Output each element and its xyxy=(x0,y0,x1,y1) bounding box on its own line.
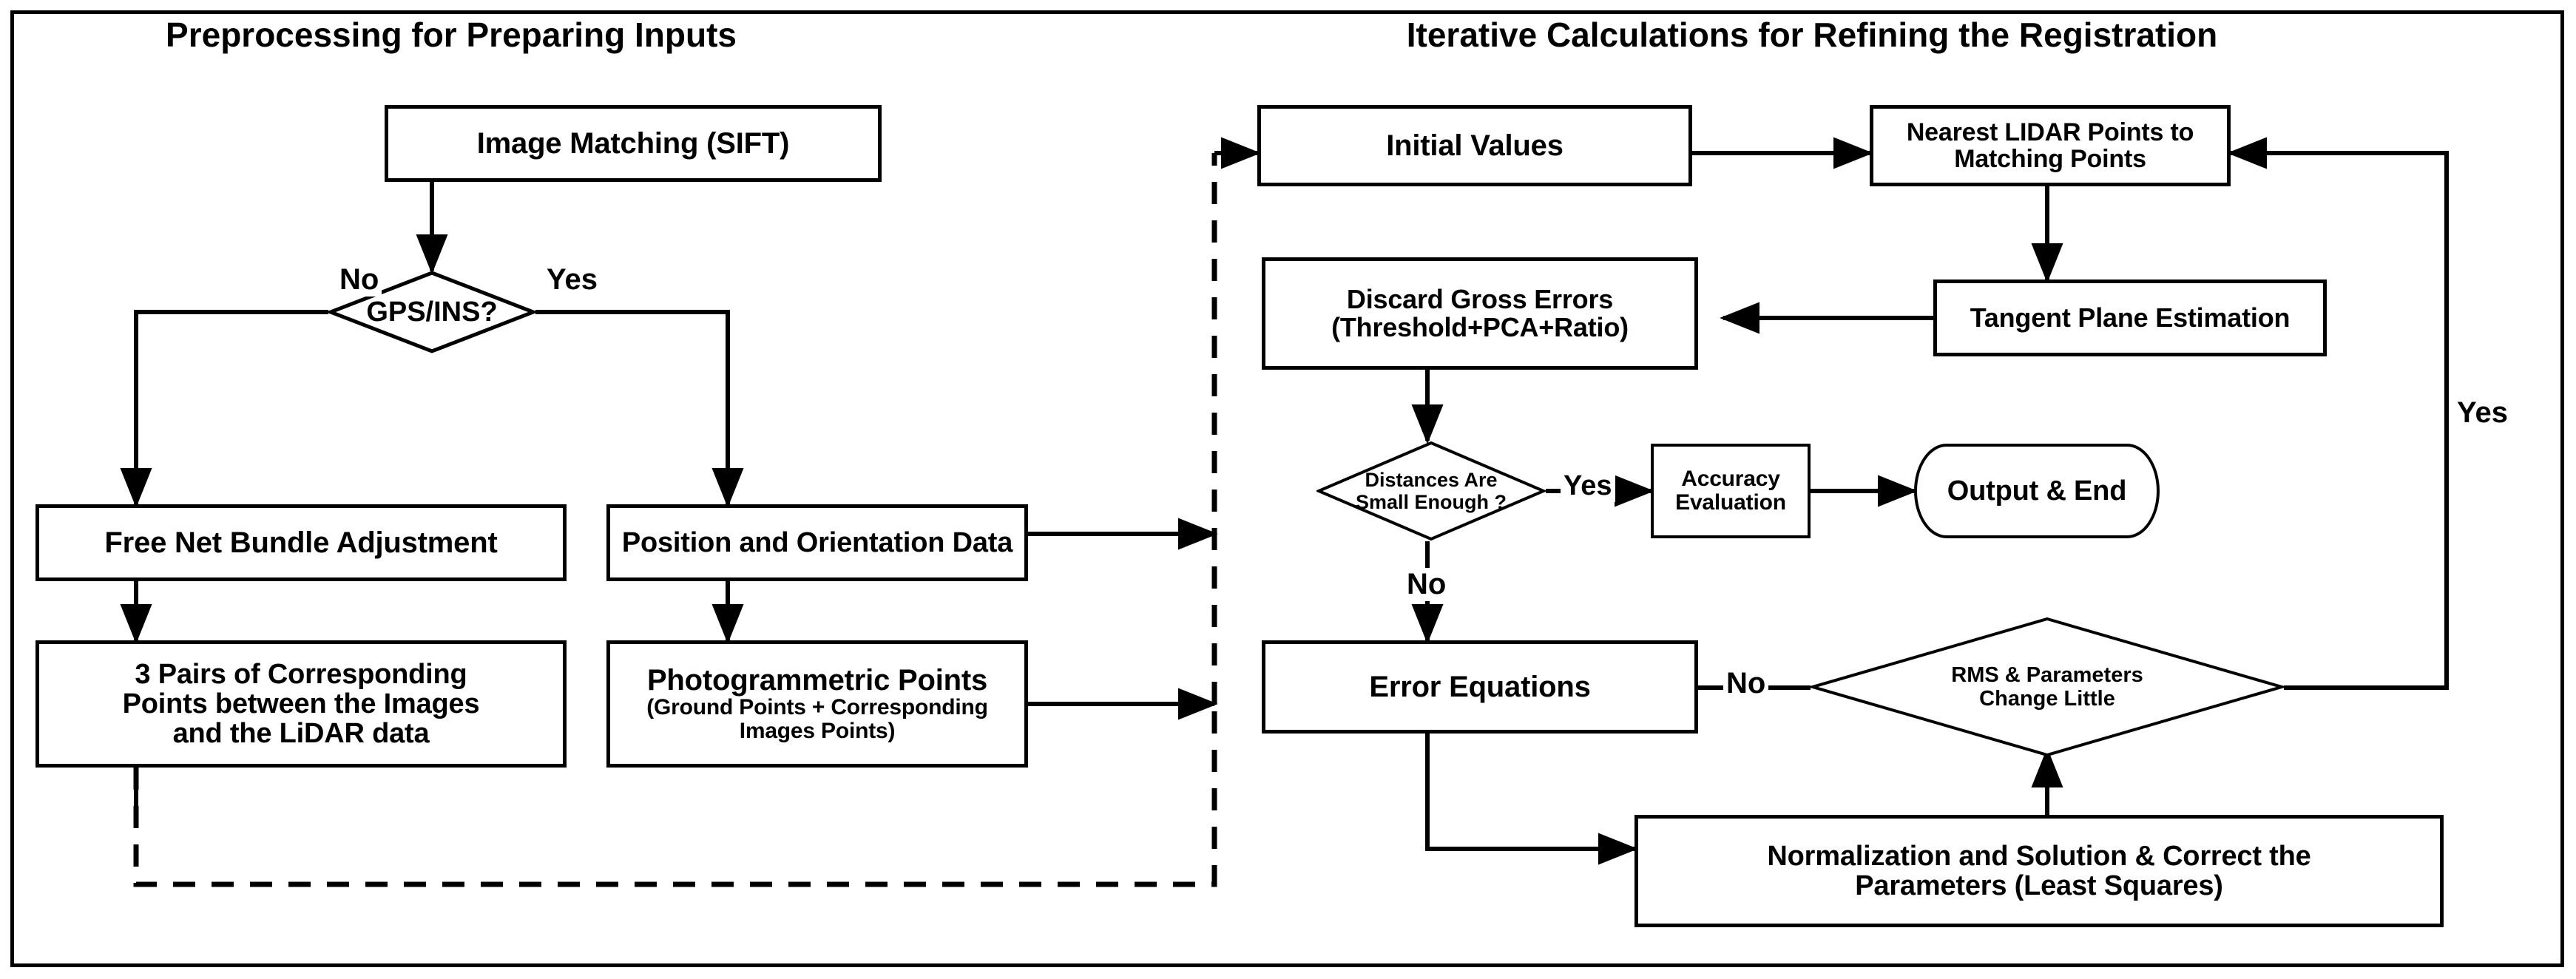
node-photogrammetric-line1: Photogrammetric Points xyxy=(646,664,988,697)
edge-label-distances-yes: Yes xyxy=(1561,470,1615,502)
node-normalization-solution[interactable]: Normalization and Solution & Correct the… xyxy=(1634,815,2444,927)
node-free-net-bundle-adjustment[interactable]: Free Net Bundle Adjustment xyxy=(36,504,567,581)
node-output-end[interactable]: Output & End xyxy=(1914,444,2160,538)
panel-title-left: Preprocessing for Preparing Inputs xyxy=(166,16,737,54)
edge-label-rms-no: No xyxy=(1723,667,1769,700)
node-accuracy-line2: Evaluation xyxy=(1675,490,1786,515)
node-three-pairs-corresponding-points[interactable]: 3 Pairs of Corresponding Points between … xyxy=(36,640,567,768)
figure-border xyxy=(10,10,2564,967)
node-nearest-lidar-line2: Matching Points xyxy=(1954,145,2146,173)
node-distances-small-enough[interactable]: Distances Are Small Enough ? xyxy=(1314,441,1548,541)
node-rms-line1: RMS & Parameters xyxy=(1951,663,2143,687)
node-output-end-label: Output & End xyxy=(1947,475,2127,507)
node-error-equations-label: Error Equations xyxy=(1369,670,1591,703)
node-rms-line2: Change Little xyxy=(1979,687,2115,711)
edge-label-rms-yes: Yes xyxy=(2454,396,2511,430)
node-rms-labels: RMS & Parameters Change Little xyxy=(1811,617,2284,757)
edge-label-gps-yes: Yes xyxy=(544,263,601,297)
node-initial-values[interactable]: Initial Values xyxy=(1257,105,1692,186)
node-photogrammetric-points[interactable]: Photogrammetric Points (Ground Points + … xyxy=(606,640,1028,768)
node-distances-line1: Distances Are xyxy=(1365,468,1498,491)
node-image-matching-label: Image Matching (SIFT) xyxy=(476,126,790,160)
node-three-pairs-line3: and the LiDAR data xyxy=(172,718,430,750)
node-photogrammetric-line3: Images Points) xyxy=(739,719,896,744)
node-three-pairs-line1: 3 Pairs of Corresponding xyxy=(135,658,467,690)
node-normalization-line2: Parameters (Least Squares) xyxy=(1855,870,2223,901)
node-accuracy-line1: Accuracy xyxy=(1681,467,1780,492)
node-three-pairs-line2: Points between the Images xyxy=(122,688,480,719)
edge-label-gps-no: No xyxy=(337,263,382,297)
node-distances-line2: Small Enough ? xyxy=(1355,491,1507,513)
node-free-net-label: Free Net Bundle Adjustment xyxy=(104,526,498,559)
node-distances-labels: Distances Are Small Enough ? xyxy=(1316,441,1546,541)
node-position-orientation-label: Position and Orientation Data xyxy=(621,526,1013,558)
panel-title-right: Iterative Calculations for Refining the … xyxy=(1406,16,2218,54)
node-error-equations[interactable]: Error Equations xyxy=(1262,640,1698,734)
node-accuracy-evaluation[interactable]: Accuracy Evaluation xyxy=(1651,444,1811,538)
node-tangent-plane-label: Tangent Plane Estimation xyxy=(1970,302,2291,333)
node-discard-gross-errors[interactable]: Discard Gross Errors (Threshold+PCA+Rati… xyxy=(1262,257,1698,370)
distances-diamond-shape xyxy=(1314,441,1548,541)
node-position-orientation-data[interactable]: Position and Orientation Data xyxy=(606,504,1028,581)
node-discard-line1: Discard Gross Errors xyxy=(1346,283,1614,314)
node-nearest-lidar-points[interactable]: Nearest LIDAR Points to Matching Points xyxy=(1870,105,2231,186)
node-tangent-plane-estimation[interactable]: Tangent Plane Estimation xyxy=(1933,280,2327,356)
node-gps-ins-label: GPS/INS? xyxy=(366,296,498,328)
node-normalization-line1: Normalization and Solution & Correct the xyxy=(1767,840,2311,872)
node-rms-parameters-change-little[interactable]: RMS & Parameters Change Little xyxy=(1807,617,2288,757)
node-nearest-lidar-line1: Nearest LIDAR Points to xyxy=(1906,118,2194,146)
node-discard-line2: (Threshold+PCA+Ratio) xyxy=(1331,312,1629,342)
rms-diamond-shape xyxy=(1807,617,2288,757)
node-photogrammetric-line2: (Ground Points + Corresponding xyxy=(646,695,988,720)
node-image-matching[interactable]: Image Matching (SIFT) xyxy=(385,105,882,182)
edge-label-distances-no: No xyxy=(1404,568,1450,601)
node-initial-values-label: Initial Values xyxy=(1386,129,1563,162)
